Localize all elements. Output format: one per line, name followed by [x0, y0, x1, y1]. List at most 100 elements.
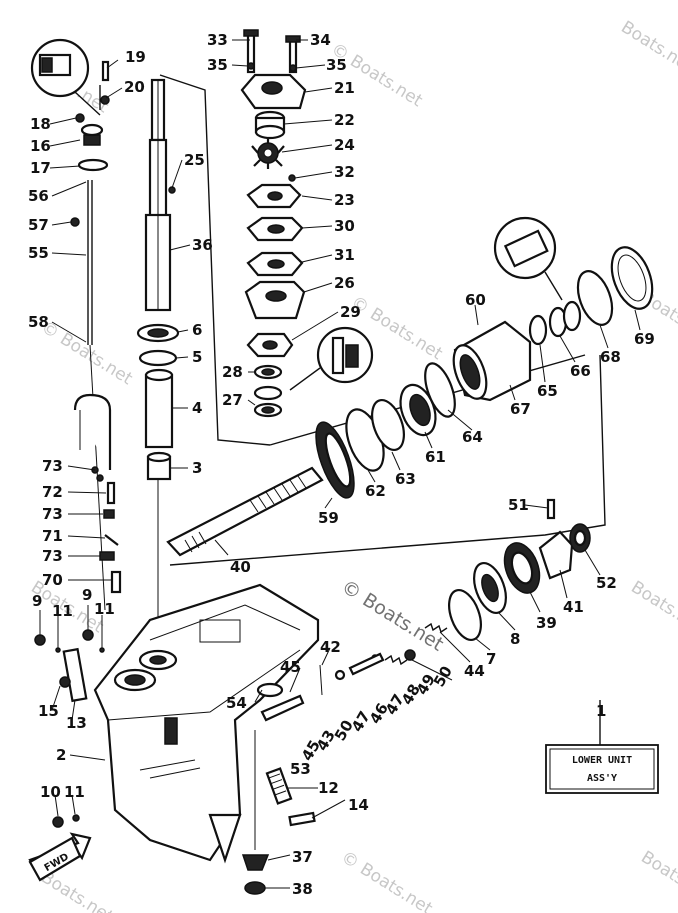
needle-bearing — [528, 314, 548, 346]
label-24: 24 — [334, 136, 355, 154]
label-27: 27 — [222, 391, 243, 409]
label-52: 52 — [596, 574, 617, 592]
label-42: 42 — [320, 638, 341, 656]
label-17: 17 — [30, 159, 51, 177]
impeller — [251, 137, 285, 169]
label-35: 35 — [326, 56, 347, 74]
caption-box: LOWER UNIT ASS'Y — [545, 700, 659, 794]
label-6: 6 — [192, 321, 202, 339]
label-12: 12 — [318, 779, 339, 797]
lower-case — [93, 583, 320, 864]
o-ring — [77, 158, 109, 172]
label-37: 37 — [292, 848, 313, 866]
label-53: 53 — [290, 760, 311, 778]
label-73: 73 — [42, 457, 63, 475]
label-51: 51 — [508, 496, 529, 514]
label-1: 1 — [596, 702, 606, 720]
label-5: 5 — [192, 348, 202, 366]
water-tube — [73, 393, 112, 470]
label-64: 64 — [462, 428, 483, 446]
label-56: 56 — [28, 187, 49, 205]
label-38: 38 — [292, 880, 313, 898]
label-2: 2 — [56, 746, 66, 764]
small-parts-left — [34, 393, 122, 828]
nut — [244, 881, 266, 895]
label-4: 4 — [192, 399, 202, 417]
label-59: 59 — [318, 509, 339, 527]
watermark: Boats.net — [617, 17, 678, 77]
label-16: 16 — [30, 137, 51, 155]
washer — [138, 349, 178, 367]
trim-tab — [62, 647, 88, 703]
anode — [265, 767, 293, 805]
label-61: 61 — [425, 448, 446, 466]
drive-shaft-group — [136, 78, 180, 650]
label-8: 8 — [510, 630, 520, 648]
label-11: 11 — [94, 600, 115, 618]
label-66: 66 — [570, 362, 591, 380]
label-11: 11 — [52, 602, 73, 620]
label-40: 40 — [230, 558, 251, 576]
label-9: 9 — [82, 586, 92, 604]
pinion-gear — [241, 854, 270, 871]
shift-group — [334, 498, 591, 681]
watermark: © Boats.net — [337, 576, 447, 656]
label-65: 65 — [537, 382, 558, 400]
label-29: 29 — [340, 303, 361, 321]
label-9: 9 — [32, 592, 42, 610]
watermark: © Boats.net — [327, 39, 426, 111]
label-3: 3 — [192, 459, 202, 477]
label-58: 58 — [28, 313, 49, 331]
shim — [448, 589, 482, 641]
caption-line1: LOWER UNIT — [572, 755, 632, 766]
label-22: 22 — [334, 111, 355, 129]
label-32: 32 — [334, 163, 355, 181]
label-73: 73 — [42, 505, 63, 523]
label-21: 21 — [334, 79, 355, 97]
label-73: 73 — [42, 547, 63, 565]
watermark: © Boats.net — [37, 317, 136, 389]
ring-nut — [610, 246, 654, 310]
label-14: 14 — [348, 796, 369, 814]
seal-inset — [289, 326, 374, 391]
o-ring — [424, 362, 456, 418]
pump-insert — [254, 124, 286, 140]
grommet — [110, 570, 122, 594]
retaining-ring — [576, 270, 614, 326]
label-70: 70 — [42, 571, 63, 589]
grease-inset — [493, 216, 563, 301]
label-15: 15 — [38, 702, 59, 720]
spring — [424, 622, 448, 634]
label-71: 71 — [42, 527, 63, 545]
label-25: 25 — [184, 151, 205, 169]
label-35: 35 — [207, 56, 228, 74]
label-63: 63 — [395, 470, 416, 488]
watermark: Boats.net — [637, 847, 678, 907]
label-33: 33 — [207, 31, 228, 49]
watermark: Boats.net — [627, 577, 678, 637]
label-7: 7 — [486, 650, 496, 668]
dog-clutch — [538, 530, 574, 580]
label-36: 36 — [192, 236, 213, 254]
leader-lines — [39, 39, 641, 889]
pin — [546, 498, 556, 520]
sealant-inset — [30, 38, 101, 116]
label-72: 72 — [42, 483, 63, 501]
label-60: 60 — [465, 291, 486, 309]
label-20: 20 — [124, 78, 145, 96]
label-69: 69 — [634, 330, 655, 348]
label-39: 39 — [536, 614, 557, 632]
label-45: 45 — [280, 658, 301, 676]
gear-case — [93, 583, 320, 862]
cam — [256, 682, 284, 698]
label-26: 26 — [334, 274, 355, 292]
label-10: 10 — [40, 783, 61, 801]
label-54: 54 — [226, 694, 247, 712]
caption-line2: ASS'Y — [587, 773, 617, 784]
water-pump-group — [240, 29, 307, 418]
label-11: 11 — [64, 783, 85, 801]
label-31: 31 — [334, 246, 355, 264]
watermark: © Boats.net — [337, 847, 436, 913]
label-28: 28 — [222, 363, 243, 381]
label-23: 23 — [334, 191, 355, 209]
